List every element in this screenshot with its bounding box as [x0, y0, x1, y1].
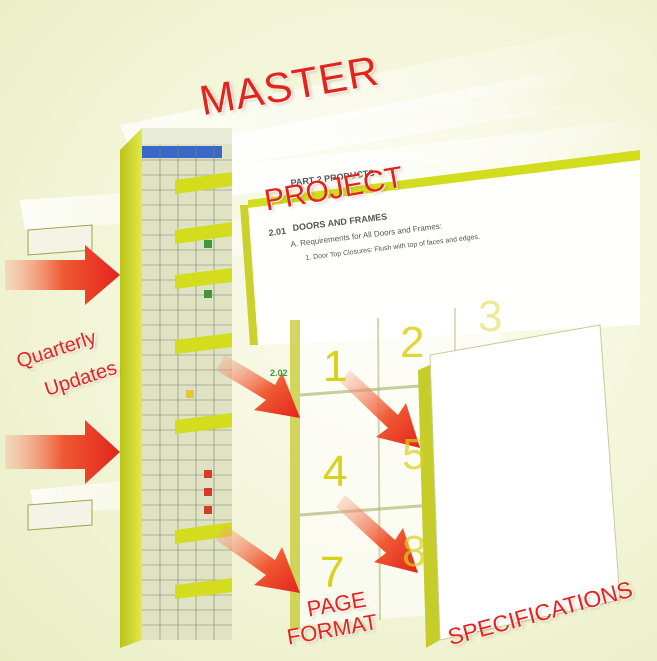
master-spreadsheet — [120, 128, 232, 648]
arrow-page-3 — [216, 525, 300, 593]
arrow-quarterly-top — [5, 245, 120, 305]
page-number-1: 1 — [323, 342, 348, 391]
arrows — [5, 245, 420, 593]
arrow-page-4 — [336, 495, 418, 573]
arrow-quarterly-bottom — [5, 420, 120, 484]
arrow-page-2 — [340, 370, 420, 448]
section-number: 2.01 — [268, 225, 287, 238]
page-number-7: 7 — [320, 548, 345, 597]
page-number-4: 4 — [323, 447, 348, 496]
section-number-2: 2.02 — [270, 368, 288, 378]
page-number-8: 8 — [402, 527, 427, 576]
page-number-2: 2 — [400, 318, 425, 367]
specifications-page — [418, 324, 621, 648]
page-number-5: 5 — [402, 430, 427, 479]
project-sheets — [27, 70, 640, 599]
arrow-page-1 — [216, 355, 300, 418]
page-number-3: 3 — [478, 292, 503, 341]
